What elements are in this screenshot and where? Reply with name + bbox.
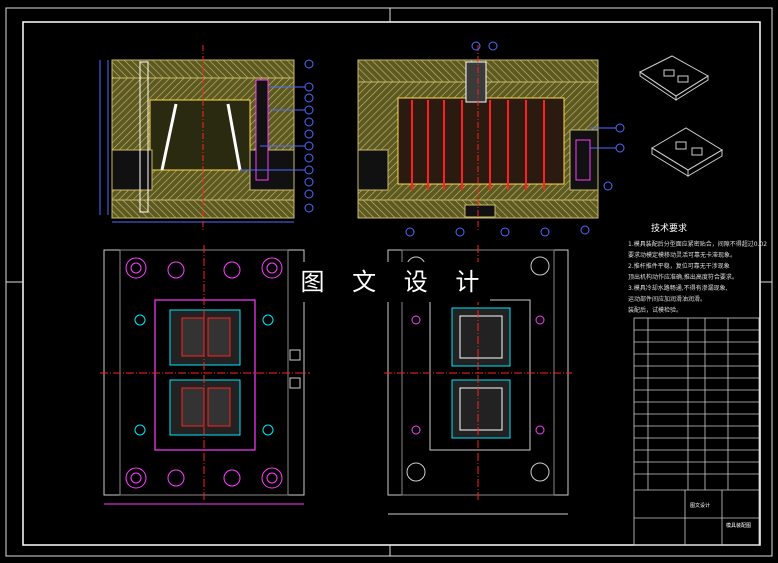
note-line: 要求动模定模移动灵活可靠无卡滞现象。 bbox=[628, 252, 737, 259]
left-section-view bbox=[99, 45, 314, 230]
title-block-drawing-name: 模具装配图 bbox=[726, 523, 752, 529]
left-plan-view bbox=[100, 245, 310, 505]
note-line: 顶出机构动作应准确,推出高度符合要求。 bbox=[628, 274, 738, 281]
technical-requirements-title: 技术要求 bbox=[651, 224, 688, 234]
inner-border bbox=[22, 21, 761, 546]
right-plan-view bbox=[384, 245, 572, 515]
note-line: 装配后，试模检验。 bbox=[628, 307, 683, 314]
title-block-label: 图文设计 bbox=[690, 503, 711, 509]
note-line: 1.模具装配后分型面应紧密贴合，间隙不得超过0.02 bbox=[628, 241, 768, 248]
note-line: 2.推杆推件平稳，复位可靠无干涉现象 bbox=[628, 263, 730, 270]
isometric-part-views bbox=[639, 55, 723, 177]
note-line: 运动部件间应加润滑油润滑。 bbox=[628, 296, 707, 303]
note-line: 3.模具冷却水路畅通,不得有渗漏现象, bbox=[628, 285, 728, 292]
title-block bbox=[633, 317, 760, 546]
watermark-text: 图 文 设 计 bbox=[300, 262, 490, 302]
right-section-view bbox=[357, 41, 625, 237]
